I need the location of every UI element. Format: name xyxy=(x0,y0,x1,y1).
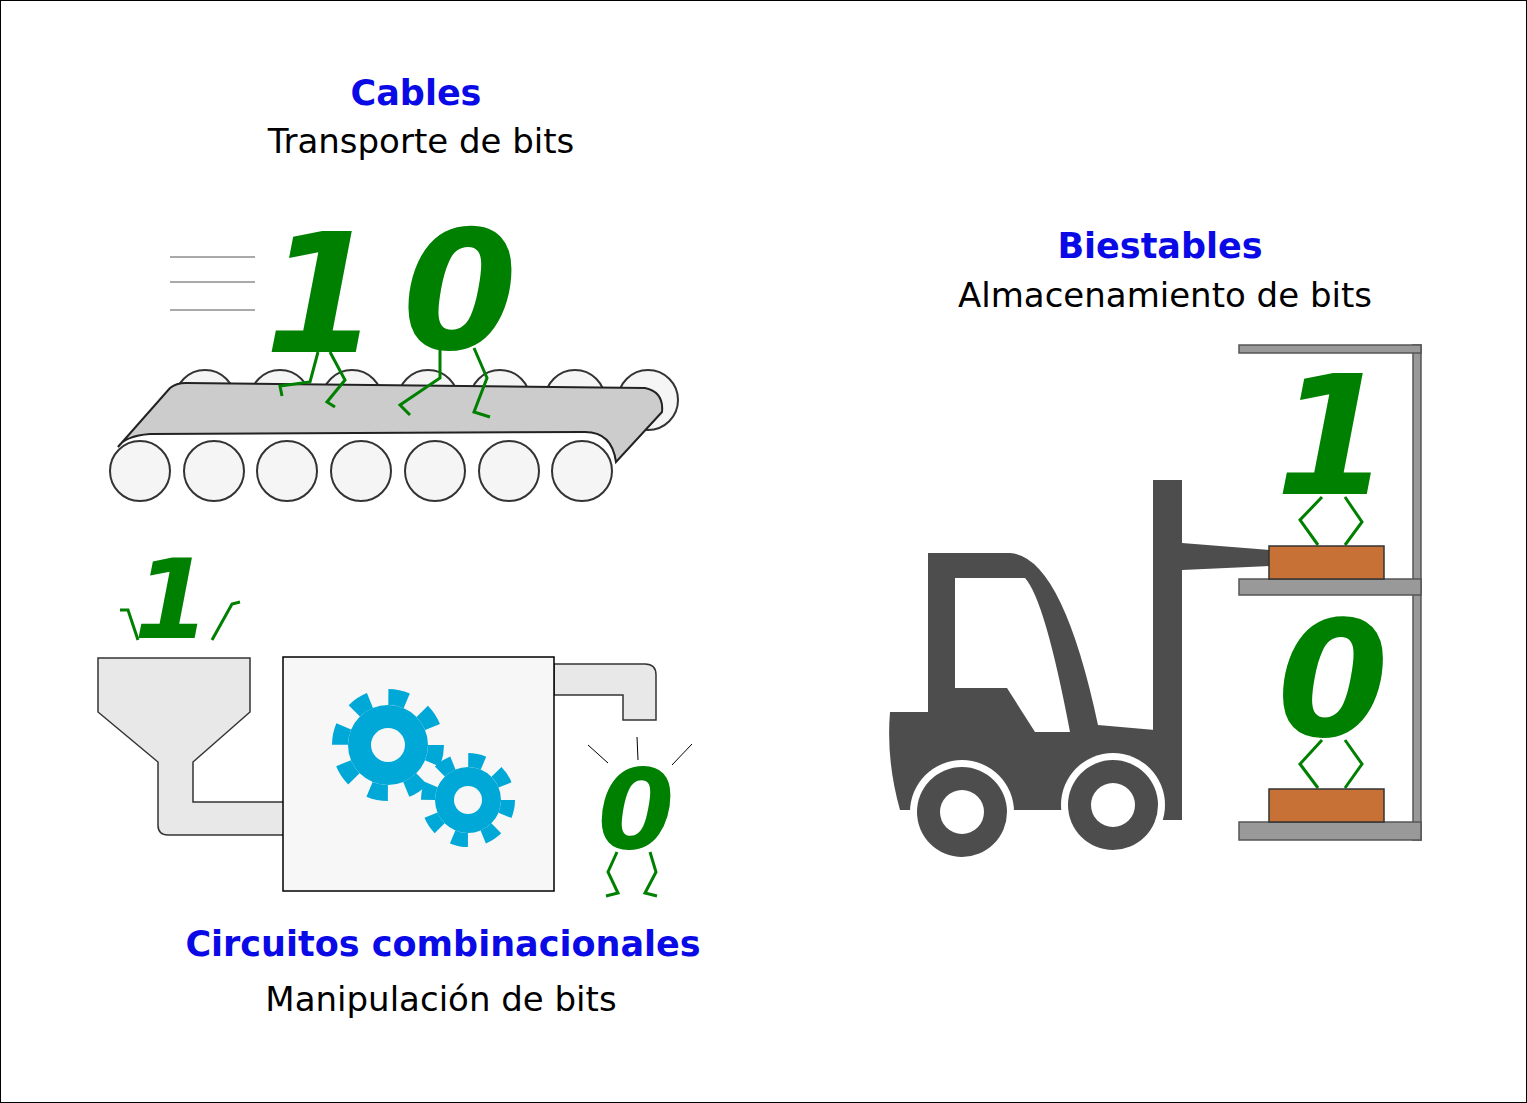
section-subtitle: Almacenamiento de bits xyxy=(958,278,1372,312)
hopper xyxy=(98,658,285,835)
output-pipe xyxy=(554,664,656,720)
bit-digit: 1 xyxy=(265,213,380,378)
shelf-rack xyxy=(1239,345,1421,840)
section-title: Biestables xyxy=(1057,229,1262,264)
machine-box xyxy=(283,657,554,891)
bit-legs xyxy=(120,348,1362,896)
forklift xyxy=(889,480,1270,864)
bit-digit: 0 xyxy=(1277,601,1388,761)
bit-digit: 0 xyxy=(403,210,518,375)
gears xyxy=(340,697,508,840)
section-subtitle: Transporte de bits xyxy=(268,124,575,158)
section-title: Cables xyxy=(351,76,482,111)
bit-digit: 1 xyxy=(1276,355,1391,520)
bit-digit: 1 xyxy=(134,545,211,655)
conveyor-front-rollers xyxy=(110,441,612,501)
section-title: Circuitos combinacionales xyxy=(185,927,700,962)
bit-digit: 0 xyxy=(598,755,675,865)
speed-lines xyxy=(170,257,255,310)
section-subtitle: Manipulación de bits xyxy=(265,982,616,1016)
